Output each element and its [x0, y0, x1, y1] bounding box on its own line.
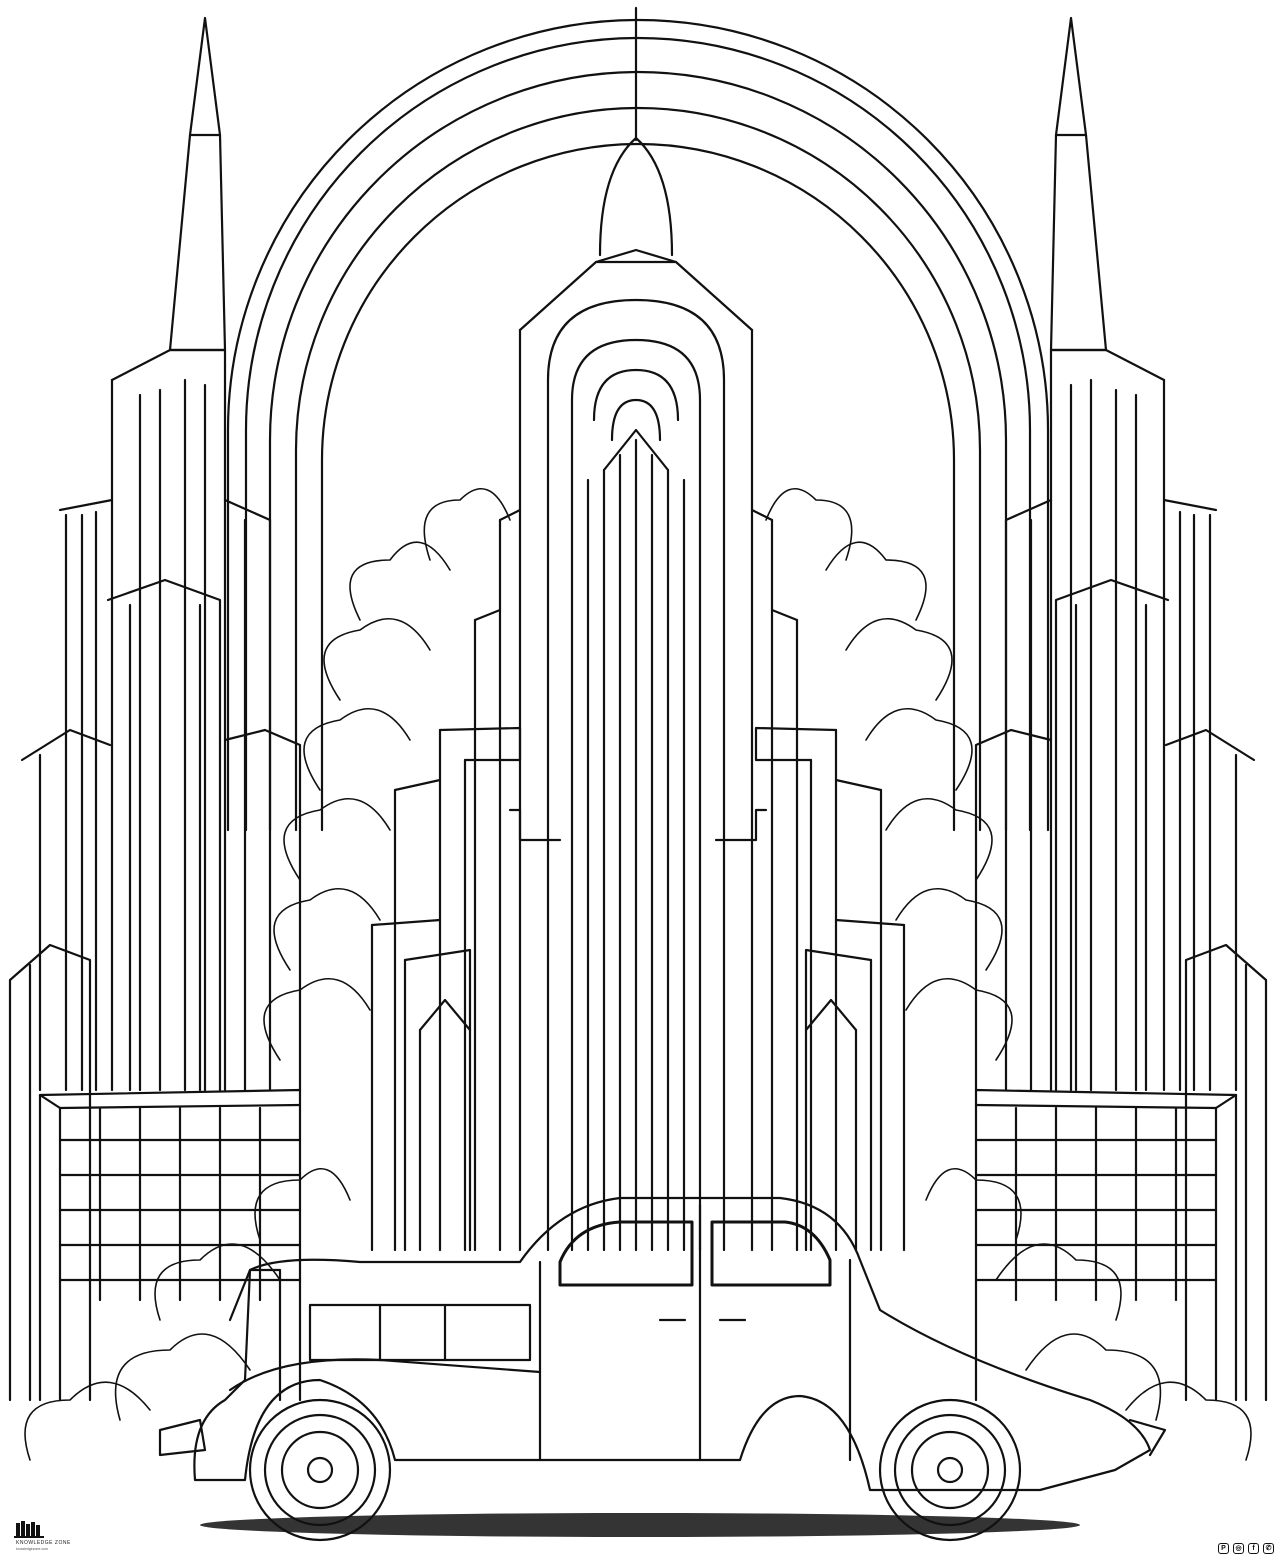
facebook-icon[interactable]: f: [1248, 1543, 1259, 1554]
brand-block: KNOWLEDGE ZONE knowledgezone.com: [14, 1520, 104, 1560]
left-spire-tower: [58, 16, 272, 1092]
instagram-icon[interactable]: ◎: [1233, 1543, 1244, 1554]
brand-tagline: knowledgezone.com: [16, 1547, 48, 1551]
brand-name: KNOWLEDGE ZONE: [16, 1540, 71, 1546]
vintage-car: [158, 1196, 1167, 1542]
right-grid-building: [974, 1088, 1238, 1402]
outer-side-towers: [8, 728, 1268, 1402]
books-logo-icon: [14, 1521, 44, 1538]
central-tower: [473, 6, 799, 1252]
whatsapp-icon[interactable]: ✆: [1263, 1543, 1274, 1554]
front-wheel: [248, 1398, 392, 1542]
left-grid-building: [38, 1088, 302, 1402]
central-side-blocks: [370, 726, 906, 1252]
rear-wheel: [878, 1398, 1022, 1542]
social-icons: P ◎ f ✆: [1218, 1543, 1274, 1554]
pinterest-icon[interactable]: P: [1218, 1543, 1229, 1554]
background-arches: [226, 18, 1050, 832]
right-spire-tower: [1004, 16, 1218, 1092]
floral-petals: [24, 488, 1252, 1461]
